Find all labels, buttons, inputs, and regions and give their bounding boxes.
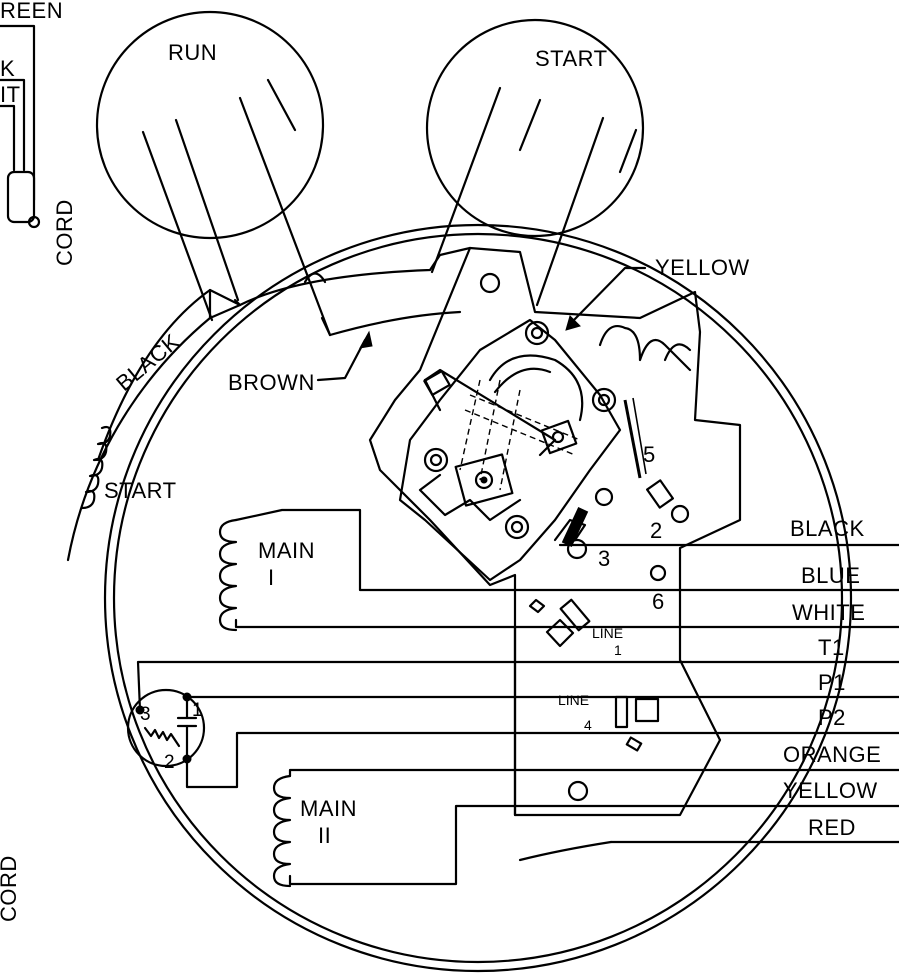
brown-wire-label: BROWN xyxy=(228,370,315,395)
lead-label-blue: BLUE xyxy=(801,563,860,588)
main-1-label-a: MAIN xyxy=(258,538,315,563)
main-2-winding: MAIN II xyxy=(272,768,899,888)
terminal-plate: 5 2 3 6 LINE 1 LINE 4 xyxy=(368,246,742,817)
start-capacitor: START xyxy=(425,18,645,307)
main-1-winding: MAIN I xyxy=(218,508,899,632)
line4-label-a: LINE xyxy=(558,692,589,708)
black-label: K xyxy=(0,56,15,81)
black-wire-label: BLACK xyxy=(111,329,184,396)
terminal-5-label: 5 xyxy=(643,442,656,467)
white-label: IT xyxy=(0,82,21,107)
protector-terminal-2: 2 xyxy=(164,752,175,773)
overload-protector: 3 1 2 xyxy=(126,660,899,789)
cord-label-bottom: CORD xyxy=(0,855,21,922)
green-label: REEN xyxy=(0,0,63,23)
run-capacitor: RUN xyxy=(95,10,332,337)
protector-terminal-1: 1 xyxy=(192,700,203,721)
run-label: RUN xyxy=(168,40,217,65)
yellow-wire-label: YELLOW xyxy=(655,255,750,280)
main-1-label-b: I xyxy=(268,565,275,590)
lead-label-white: WHITE xyxy=(792,600,865,625)
start-winding-label: START xyxy=(104,478,177,503)
terminal-3-label: 3 xyxy=(598,546,611,571)
lead-label-p2: P2 xyxy=(818,705,846,730)
terminal-2-label: 2 xyxy=(650,518,663,543)
lead-label-p1: P1 xyxy=(818,670,846,695)
lead-label-black: BLACK xyxy=(790,516,865,541)
terminal-6-label: 6 xyxy=(652,589,665,614)
start-winding: START xyxy=(80,425,177,510)
lead-label-red: RED xyxy=(808,815,856,840)
stator-frame xyxy=(96,246,472,462)
line4-label-b: 4 xyxy=(584,717,592,733)
motor-housing xyxy=(66,223,853,973)
cord-loop-icon xyxy=(27,215,41,229)
cord-plug-icon xyxy=(6,170,36,224)
winding-wire-labels: BLACK BROWN YELLOW xyxy=(111,255,750,396)
lead-label-t1: T1 xyxy=(818,635,845,660)
main-2-label-a: MAIN xyxy=(300,796,357,821)
lead-label-yellow: YELLOW xyxy=(783,778,878,803)
lead-labels: BLACK BLUE WHITE T1 P1 P2 ORANGE YELLOW … xyxy=(783,516,881,840)
line1-label-b: 1 xyxy=(614,642,622,658)
lead-lines xyxy=(513,543,899,862)
start-cap-label: START xyxy=(535,46,608,71)
cord-legend-top: REEN K IT CORD xyxy=(0,0,77,266)
cord-label-top: CORD xyxy=(52,199,77,266)
main-2-label-b: II xyxy=(318,823,331,848)
protector-terminal-3: 3 xyxy=(140,704,151,725)
line1-label-a: LINE xyxy=(592,625,623,641)
lead-label-orange: ORANGE xyxy=(783,742,881,767)
screw-icon xyxy=(423,320,617,540)
